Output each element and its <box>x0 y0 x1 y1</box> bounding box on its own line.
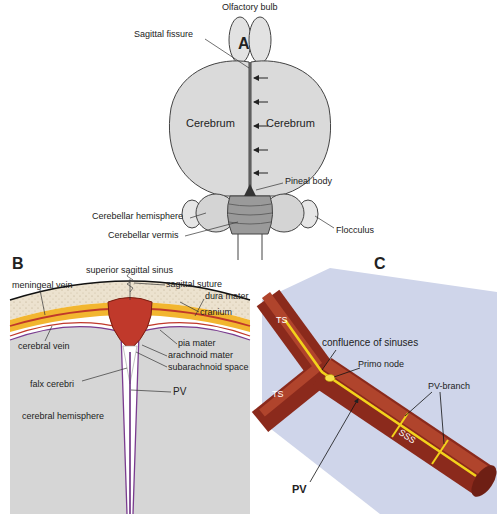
part-label: pia mater <box>178 339 216 348</box>
pia-mater <box>133 327 250 514</box>
part-label: Cerebellar vermis <box>108 231 179 240</box>
sinus-confluence <box>260 268 497 514</box>
part-label: dura mater <box>205 292 249 301</box>
pineal-body <box>244 184 256 196</box>
cerebrum-hemisphere <box>169 61 249 196</box>
part-label: PV <box>292 484 307 495</box>
part-label: Cerebellar hemisphere <box>92 212 183 221</box>
part-label: PV <box>173 387 186 397</box>
sinus-label: TS <box>276 316 288 325</box>
part-label: Pineal body <box>285 177 332 186</box>
cerebral-hemisphere <box>10 327 127 514</box>
region-label: Cerebrum <box>186 118 235 129</box>
cerebral-hemisphere <box>133 327 250 514</box>
vermis-folia <box>228 204 272 224</box>
coronal-section <box>10 272 250 514</box>
sagittal-fissure <box>249 62 250 188</box>
brain-dorsal-view <box>169 17 334 260</box>
part-label: Primo node <box>358 360 404 369</box>
part-label: sagittal suture <box>166 280 222 289</box>
leader-lines <box>310 350 444 482</box>
part-label: cranium <box>200 308 232 317</box>
olfactory-bulb <box>229 17 251 63</box>
leader-lines <box>185 39 334 236</box>
panel-letter: B <box>12 256 24 272</box>
sinus-label: TS <box>272 390 284 399</box>
cerebellar-vermis <box>227 196 272 234</box>
part-label: subarachnoid space <box>168 363 249 372</box>
primo-vessel <box>285 320 476 476</box>
olfactory-bulb <box>249 17 271 63</box>
panel-letter: C <box>374 256 386 272</box>
part-label: superior sagittal sinus <box>86 266 173 275</box>
sinus-opening <box>466 461 497 501</box>
part-label: Olfactory bulb <box>222 3 278 12</box>
fissure-arrows <box>254 78 268 173</box>
part-label: Sagittal fissure <box>134 30 193 39</box>
part-label: PV-branch <box>428 382 470 391</box>
part-label: cerebral vein <box>18 342 70 351</box>
pv-branches <box>392 413 448 464</box>
region-label: Cerebrum <box>266 118 315 129</box>
superior-sagittal-sinus <box>108 298 152 351</box>
brainstem <box>262 234 263 260</box>
part-label: arachnoid mater <box>168 351 233 360</box>
primo-vessel <box>129 352 131 514</box>
brainstem <box>238 234 239 260</box>
pia-mater <box>10 327 127 514</box>
cerebrum-hemisphere <box>251 61 331 196</box>
part-label: confluence of sinuses <box>322 338 418 348</box>
panel-letter: A <box>238 36 250 52</box>
part-label: Flocculus <box>336 226 374 235</box>
leader-lines <box>40 279 204 392</box>
region-label: cerebral hemisphere <box>22 412 104 421</box>
part-label: falx cerebri <box>30 380 74 389</box>
part-label: meningeal vein <box>12 281 73 290</box>
venous-sinuses <box>260 295 486 481</box>
primo-node <box>325 375 335 382</box>
